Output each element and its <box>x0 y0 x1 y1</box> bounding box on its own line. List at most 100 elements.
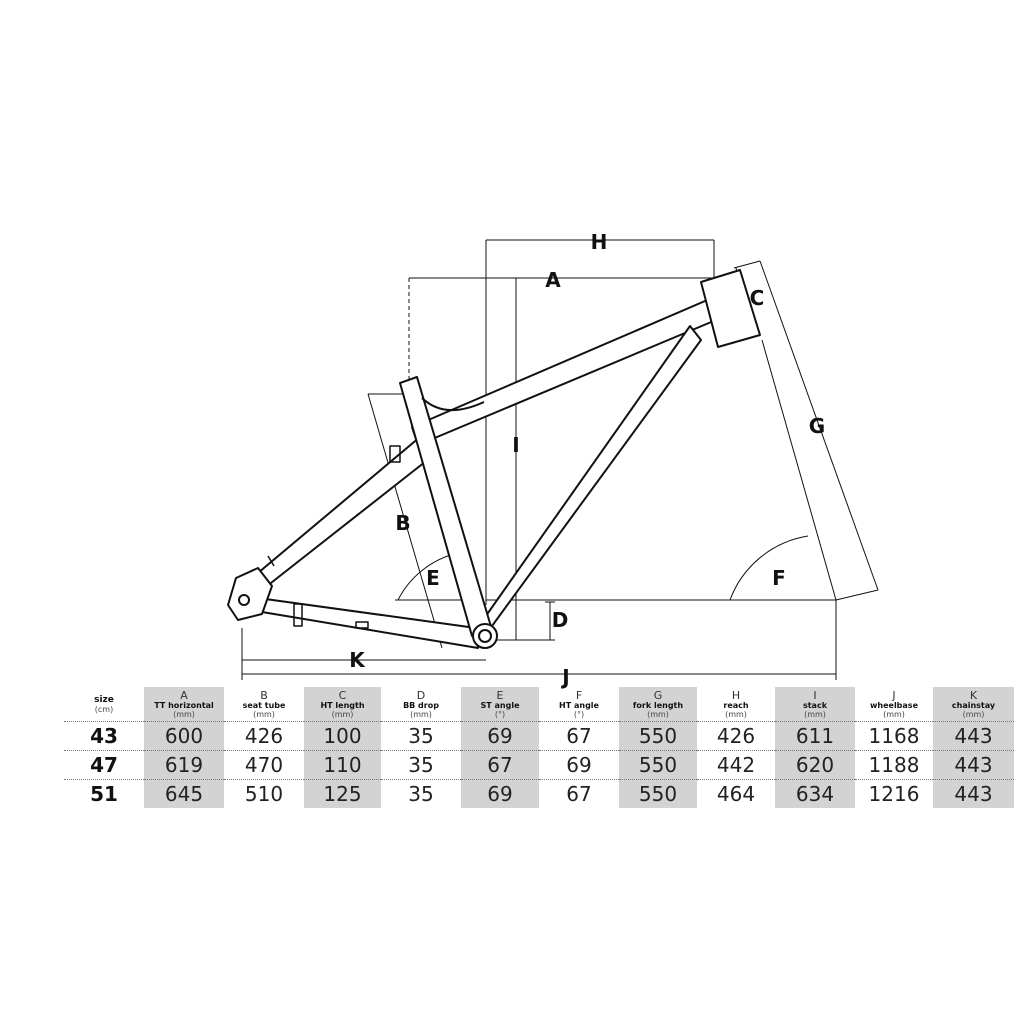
table-cell: 470 <box>224 750 304 780</box>
table-cell: 443 <box>933 721 1014 751</box>
col-name: wheelbase <box>870 700 918 710</box>
table-cell: 620 <box>775 750 855 780</box>
table-cell: 100 <box>304 721 381 751</box>
col-unit: (°) <box>573 709 585 719</box>
col-header-c: C HT length (mm) <box>304 687 381 722</box>
col-unit: (mm) <box>410 709 432 719</box>
col-name: seat tube <box>242 700 286 710</box>
size-cell: 47 <box>64 750 144 780</box>
table-cell: 110 <box>304 750 381 780</box>
col-header-d: D BB drop (mm) <box>381 687 461 722</box>
col-letter: A <box>180 688 188 702</box>
table-cell: 619 <box>144 750 224 780</box>
table-header-row: size (cm) A TT horizontal (mm) B seat tu… <box>64 687 1014 722</box>
col-unit: (mm) <box>331 709 354 719</box>
table-cell: 645 <box>144 779 224 808</box>
label-e: E <box>426 566 440 590</box>
col-header-k: K chainstay (mm) <box>933 687 1014 722</box>
table-cell: 443 <box>933 779 1014 808</box>
table-cell: 69 <box>461 721 539 751</box>
col-header-f: F HT angle (°) <box>539 687 619 722</box>
table-cell: 611 <box>775 721 855 751</box>
table-cell: 35 <box>381 750 461 780</box>
table-cell: 442 <box>697 750 775 780</box>
geometry-table: size (cm) A TT horizontal (mm) B seat tu… <box>64 687 1014 808</box>
label-b: B <box>395 511 410 535</box>
col-letter: I <box>813 688 817 702</box>
col-name: reach <box>723 700 749 710</box>
table-cell: 550 <box>619 721 697 751</box>
table-cell: 426 <box>224 721 304 751</box>
col-letter: D <box>416 688 426 702</box>
col-unit: (mm) <box>962 709 985 719</box>
col-header-g: G fork length (mm) <box>619 687 697 722</box>
table-cell: 67 <box>566 782 592 806</box>
col-name: HT angle <box>559 700 599 710</box>
label-d: D <box>552 608 569 632</box>
label-i: I <box>512 433 519 457</box>
frame-diagram: H A C G I B E F D K J <box>227 230 879 689</box>
table-cell: 634 <box>775 779 855 808</box>
label-a: A <box>545 268 561 292</box>
col-header-e: E ST angle (°) <box>461 687 539 722</box>
col-unit: (mm) <box>647 709 669 719</box>
col-name: HT length <box>320 700 365 710</box>
col-header-j: J wheelbase (mm) <box>855 687 933 722</box>
bike-frame <box>227 269 761 649</box>
col-letter: E <box>496 688 504 702</box>
size-cell: 51 <box>90 782 118 806</box>
size-header: size (cm) <box>64 687 144 722</box>
col-unit: (°) <box>494 709 506 719</box>
table-cell: 125 <box>304 779 381 808</box>
table-cell: 35 <box>381 721 461 751</box>
label-g: G <box>809 414 825 438</box>
table-cell: 69 <box>539 750 619 780</box>
col-letter: K <box>969 688 978 702</box>
table-cell: 1168 <box>855 721 933 751</box>
table-cell: 1188 <box>855 750 933 780</box>
col-letter: C <box>338 688 347 702</box>
col-name: TT horizontal <box>154 700 214 710</box>
table-cell: 67 <box>539 721 619 751</box>
size-header-name: size <box>94 694 114 705</box>
col-unit: (mm) <box>725 709 747 719</box>
col-letter: B <box>260 688 268 702</box>
table-row: 43 600 426 100 35 69 67 550 426 611 1168… <box>64 721 1014 751</box>
label-k: K <box>349 648 366 672</box>
col-unit: (mm) <box>883 709 905 719</box>
size-cell: 43 <box>64 721 144 751</box>
table-cell: 510 <box>244 782 284 806</box>
col-unit: (mm) <box>173 709 195 719</box>
col-name: chainstay <box>951 700 996 710</box>
table-cell: 1216 <box>868 782 920 806</box>
label-c: C <box>750 286 765 310</box>
col-header-a: A TT horizontal (mm) <box>144 687 224 722</box>
col-letter: H <box>731 688 741 702</box>
label-f: F <box>772 566 786 590</box>
table-cell: 426 <box>697 721 775 751</box>
dimension-labels: H A C G I B E F D K J <box>349 230 825 689</box>
col-name: stack <box>802 700 828 710</box>
table-cell: 464 <box>716 782 756 806</box>
table-cell: 600 <box>144 721 224 751</box>
col-unit: (mm) <box>804 709 826 719</box>
col-name: ST angle <box>480 700 520 710</box>
col-letter: F <box>575 688 583 702</box>
table-cell: 35 <box>408 782 434 806</box>
col-header-i: I stack (mm) <box>775 687 855 722</box>
table-cell: 550 <box>619 750 697 780</box>
col-letter: G <box>653 688 663 702</box>
label-j: J <box>560 665 569 689</box>
table-cell: 443 <box>933 750 1014 780</box>
label-h: H <box>591 230 608 254</box>
col-name: BB drop <box>403 700 439 710</box>
col-header-b: B seat tube (mm) <box>224 687 304 722</box>
table-cell: 67 <box>461 750 539 780</box>
table-row: 51 645 510 125 35 69 67 550 464 634 1216… <box>64 779 1014 808</box>
size-header-unit: (cm) <box>94 704 114 714</box>
col-unit: (mm) <box>253 709 275 719</box>
col-header-h: H reach (mm) <box>697 687 775 722</box>
table-row: 47 619 470 110 35 67 69 550 442 620 1188… <box>64 750 1014 780</box>
table-cell: 69 <box>461 779 539 808</box>
